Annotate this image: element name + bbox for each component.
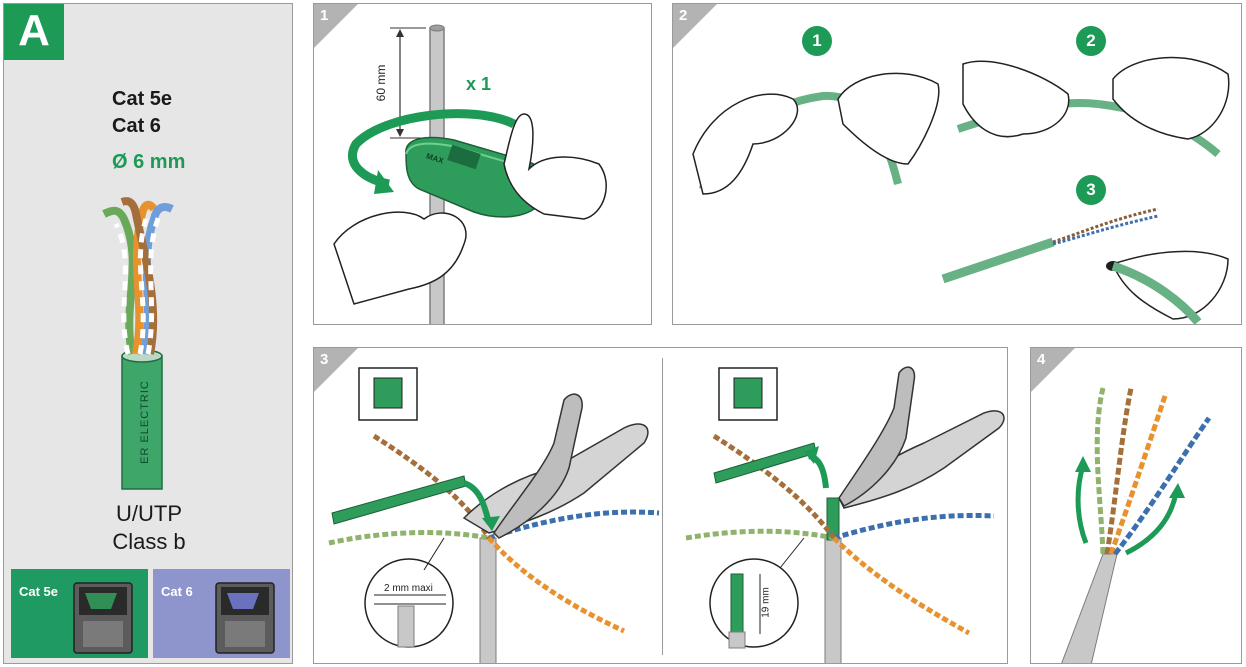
step-2-panel: 2 1 2 3 xyxy=(672,3,1242,325)
step-3-illustration xyxy=(328,366,1005,663)
step-2-illustration xyxy=(692,56,1230,324)
cable-kind: U/UTP xyxy=(116,501,182,526)
cable-diameter: Ø 6 mm xyxy=(112,151,186,173)
module-label-cat5e: Cat 5e xyxy=(19,584,59,599)
cable-print-text: ER ELECTRIC xyxy=(139,380,151,464)
cable-type-cat6: Cat 6 xyxy=(112,115,161,137)
step-3-left-measure: 2 mm maxi xyxy=(384,583,433,594)
step-4-panel: 4 xyxy=(1030,347,1242,664)
step-2-badge: 2 xyxy=(673,4,717,48)
step-4-badge: 4 xyxy=(1031,348,1075,392)
panel-a: A Cat 5e Cat 6 Ø 6 mm ER ELECTRIC U/UTP … xyxy=(3,3,293,664)
step-1-illustration xyxy=(333,24,607,324)
step-3-divider xyxy=(662,358,663,655)
cable-type-cat5e: Cat 5e xyxy=(112,88,173,110)
module-icon-cat6 xyxy=(215,582,275,654)
panel-a-badge xyxy=(4,4,64,60)
step-3-number: 3 xyxy=(320,351,329,368)
step-1-number: 1 xyxy=(320,7,329,24)
substep-3-marker: 3 xyxy=(1076,175,1106,205)
step-3-panel: 3 xyxy=(313,347,1008,664)
step-2-number: 2 xyxy=(679,7,688,24)
step-4-number: 4 xyxy=(1037,351,1046,368)
panel-a-letter: A xyxy=(18,6,50,55)
step-1-quantity: x 1 xyxy=(466,74,492,94)
cable-class: Class b xyxy=(112,529,186,554)
substep-1-marker: 1 xyxy=(802,26,832,56)
step-3-right-measure: 19 mm xyxy=(760,587,772,618)
module-card-cat6: Cat 6 xyxy=(153,569,290,658)
module-label-cat6: Cat 6 xyxy=(161,584,193,599)
substep-2-marker: 2 xyxy=(1076,26,1106,56)
step-1-measure: 60 mm xyxy=(374,64,388,102)
step-1-badge: 1 xyxy=(314,4,358,48)
cable-illustration xyxy=(102,197,174,490)
step-4-illustration xyxy=(1061,387,1212,663)
module-icon-cat5e xyxy=(73,582,133,654)
step-1-panel: 1 60 mm x 1 MAX xyxy=(313,3,652,325)
step-3-badge: 3 xyxy=(314,348,358,392)
module-card-cat5e: Cat 5e xyxy=(11,569,148,658)
